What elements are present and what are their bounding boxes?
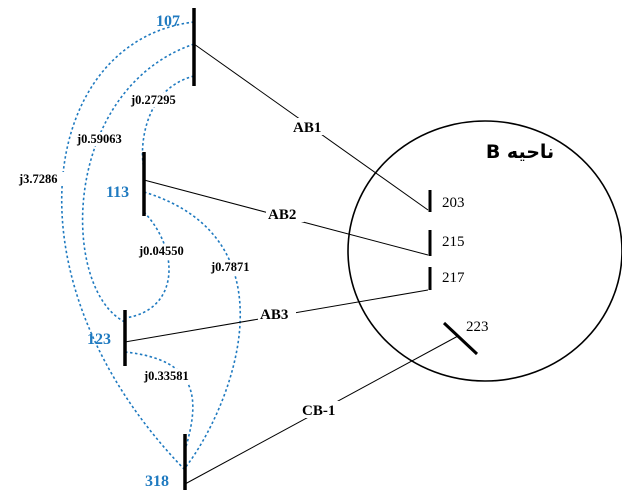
region-b-boundary bbox=[347, 120, 622, 382]
impedance-123-318 bbox=[124, 351, 194, 451]
bus-223 bbox=[442, 321, 479, 356]
bus-217-label: 217 bbox=[442, 270, 465, 286]
tie-line-ab2-label: AB2 bbox=[268, 207, 296, 223]
impedance-113-318-label: j0.7871 bbox=[210, 260, 250, 274]
impedance-113-318 bbox=[143, 191, 242, 469]
impedance-107-318-label: j3.7286 bbox=[18, 172, 58, 186]
bus-107-label: 107 bbox=[156, 13, 180, 30]
impedance-107-113-label: j0.27295 bbox=[130, 93, 176, 107]
tie-line-ab3-label: AB3 bbox=[260, 307, 288, 323]
impedance-113-123-label: j0.04550 bbox=[138, 244, 184, 258]
tie-line-ab1-label: AB1 bbox=[293, 120, 321, 136]
bus-113-label: 113 bbox=[106, 184, 129, 201]
bus-123-label: 123 bbox=[87, 331, 111, 348]
region-b-title: ناحیه B bbox=[486, 141, 554, 163]
bus-318-label: 318 bbox=[145, 473, 169, 490]
tie-line-cb1-label: CB-1 bbox=[302, 403, 335, 419]
bus-223-label: 223 bbox=[466, 319, 489, 335]
impedance-107-113 bbox=[141, 75, 195, 169]
impedance-113-123 bbox=[124, 211, 170, 319]
bus-215-label: 215 bbox=[442, 234, 465, 250]
impedance-107-123 bbox=[81, 43, 195, 323]
bus-203-label: 203 bbox=[442, 195, 465, 211]
impedance-123-318-label: j0.33581 bbox=[143, 369, 189, 383]
impedance-107-123-label: j0.59063 bbox=[76, 132, 122, 146]
